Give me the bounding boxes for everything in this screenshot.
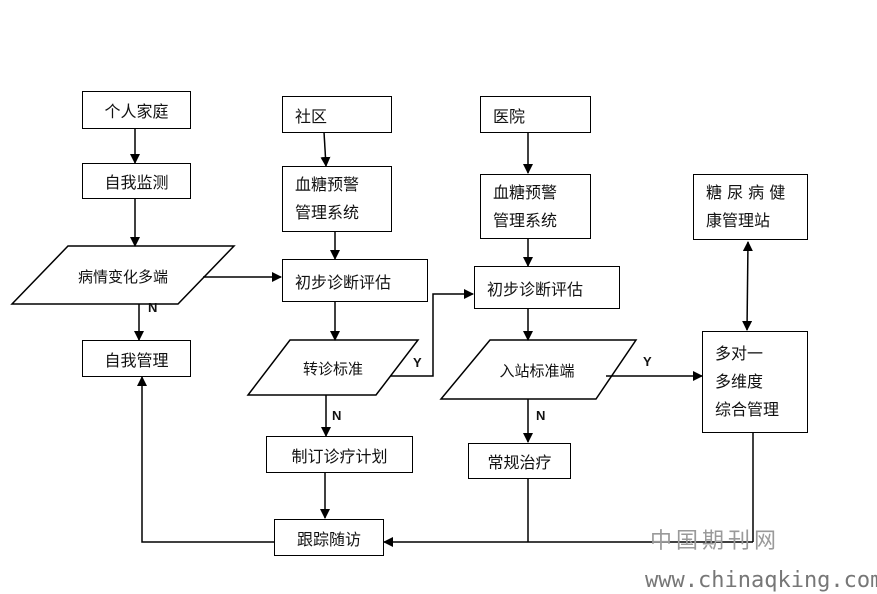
node-community: 社区 <box>282 96 392 133</box>
node-self-manage-text: 自我管理 <box>104 350 169 370</box>
arrow-referral-yes-to-hospital-assess <box>390 289 474 377</box>
node-community-assess-text: 初步诊断评估 <box>295 272 392 292</box>
node-condition-change: 病情变化多端 <box>40 258 206 294</box>
node-community-assess: 初步诊断评估 <box>282 259 428 302</box>
node-admission-criteria: 入站标准端 <box>470 352 604 388</box>
label-referral-yes: Y <box>413 355 422 370</box>
decision-condition-change <box>10 245 236 305</box>
node-condition-change-text: 病情变化多端 <box>77 267 168 286</box>
node-follow-up-text: 跟踪随访 <box>296 529 361 549</box>
node-treatment-plan-text: 制订诊疗计划 <box>291 446 388 466</box>
node-community-text: 社区 <box>295 106 328 126</box>
label-admission-no: N <box>536 408 546 423</box>
node-diabetes-station: 糖 尿 病 健 康管理站 <box>693 174 808 240</box>
node-hospital-text: 医院 <box>493 106 526 126</box>
node-hospital-assess: 初步诊断评估 <box>474 266 620 309</box>
label-referral-no: N <box>332 408 342 423</box>
node-community-alert-line2: 管理系统 <box>295 203 360 222</box>
watermark-cn: 中国期刊网 <box>650 529 781 554</box>
node-hospital: 医院 <box>480 96 591 133</box>
node-multi-line3: 综合管理 <box>715 400 780 419</box>
arrow-followup-to-selfmanage <box>137 376 274 543</box>
node-community-alert-line1: 血糖预警 <box>295 175 360 194</box>
node-hospital-alert-line2: 管理系统 <box>493 210 558 230</box>
node-self-monitor: 自我监测 <box>82 163 191 199</box>
label-admission-yes: Y <box>643 354 652 369</box>
node-family: 个人家庭 <box>82 91 191 129</box>
node-hospital-assess-text: 初步诊断评估 <box>487 279 584 299</box>
decision-referral <box>246 339 420 396</box>
node-community-alert-system: 血糖预警 管理系统 <box>282 166 392 232</box>
node-self-monitor-text: 自我监测 <box>104 173 169 192</box>
arrow-station-multi-bidirectional <box>742 241 753 331</box>
node-self-manage: 自我管理 <box>82 340 191 377</box>
node-hospital-alert-system: 血糖预警 管理系统 <box>480 174 591 239</box>
label-condition-no: N <box>148 300 158 315</box>
node-family-text: 个人家庭 <box>104 102 169 121</box>
watermark-url: www.chinaqking.com <box>645 568 877 593</box>
node-referral-criteria-text: 转诊标准 <box>302 359 363 378</box>
node-station-line1: 糖 尿 病 健 <box>706 183 786 202</box>
node-follow-up: 跟踪随访 <box>274 519 384 556</box>
node-hospital-alert-line1: 血糖预警 <box>493 182 558 202</box>
arrow-community-to-alert <box>320 131 331 167</box>
decision-admission <box>439 339 638 400</box>
node-multi-line2: 多维度 <box>715 372 764 391</box>
node-admission-criteria-text: 入站标准端 <box>499 361 575 380</box>
node-routine-treatment: 常规治疗 <box>468 443 571 479</box>
node-routine-treatment-text: 常规治疗 <box>487 453 552 472</box>
node-multi-dimension-management: 多对一 多维度 综合管理 <box>702 331 808 433</box>
node-multi-line1: 多对一 <box>715 344 764 363</box>
node-station-line2: 康管理站 <box>706 211 771 230</box>
node-referral-criteria: 转诊标准 <box>270 350 396 386</box>
node-treatment-plan: 制订诊疗计划 <box>266 436 413 473</box>
